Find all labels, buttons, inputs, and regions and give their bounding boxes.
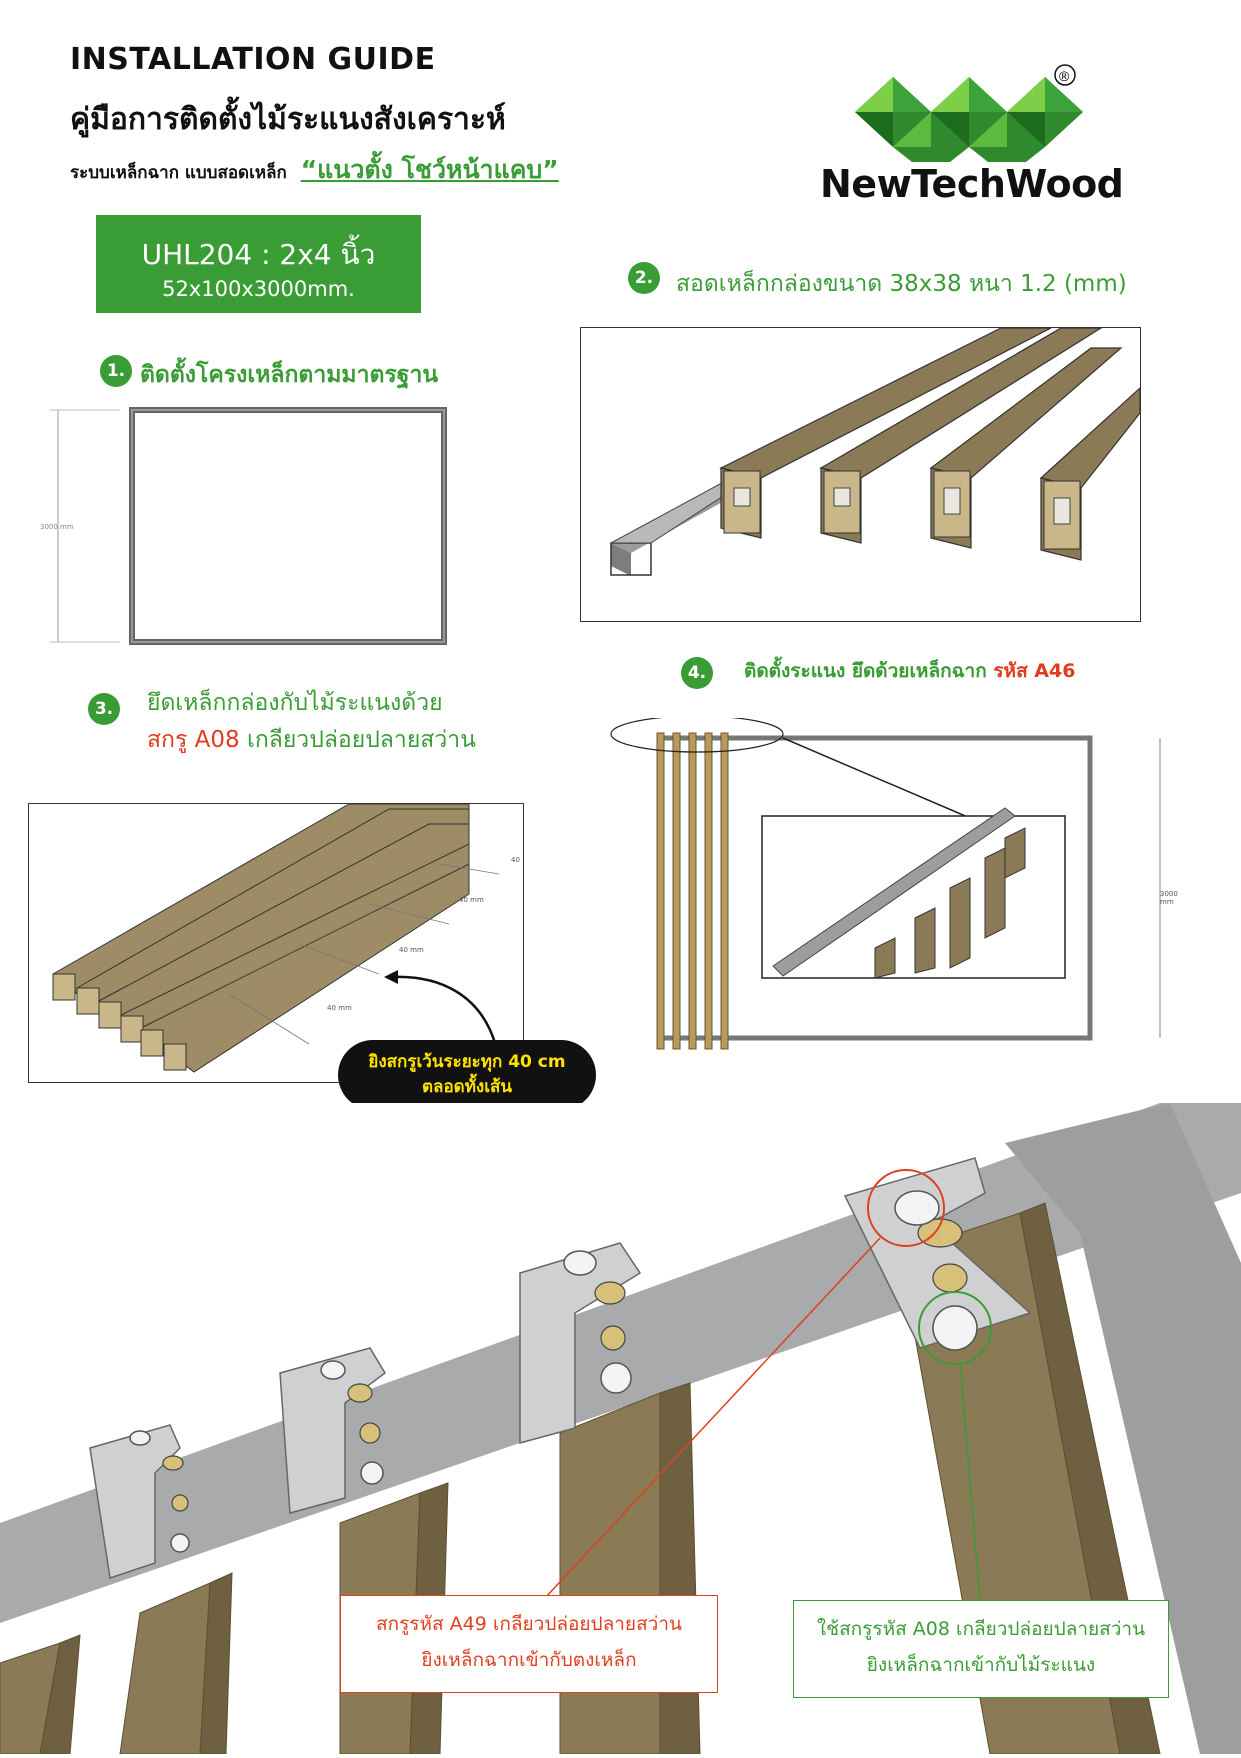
spec-code: UHL204 : 2x4 นิ้ว <box>141 238 376 271</box>
arrow-to-screw-icon <box>384 970 497 1044</box>
step3-illustration: 40 mm 40 mm 40 mm 40 <box>28 803 524 1083</box>
brand-logo: ® <box>815 52 1145 212</box>
step3-screw-code: สกรู A08 <box>147 727 240 753</box>
brand-name: NewTechWood <box>820 162 1124 206</box>
step2-text: สอดเหล็กกล่องขนาด 38x38 หนา 1.2 (mm) <box>676 271 1127 297</box>
dim-label-1: 40 mm <box>327 1004 352 1012</box>
step3-text-a: ยึดเหล็กกล่องกับไม้ระแนงด้วย <box>147 690 443 716</box>
step1-dim-label: 3000 mm <box>40 523 74 531</box>
step1-frame-diagram: 3000 mm <box>40 405 460 645</box>
step1-text: ติดตั้งโครงเหล็กตามมาตรฐาน <box>140 362 439 388</box>
dim-label-3: 40 mm <box>459 896 484 904</box>
spacing-pill: ยิงสกรูเว้นระยะทุก 40 cm ตลอดทั้งเส้น <box>338 1040 596 1110</box>
callout-a08: ใช้สกรูรหัส A08 เกลียวปล่อยปลายสว่าน ยิง… <box>793 1600 1169 1698</box>
subtitle-quote: “แนวตั้ง โชว์หน้าแคบ” <box>300 155 559 184</box>
dim-label-4: 40 <box>511 856 520 864</box>
step4-illustration: 3000 mm <box>605 715 1190 1060</box>
step3-text-b: สกรู A08 เกลียวปล่อยปลายสว่าน <box>147 727 476 753</box>
svg-text:®: ® <box>1059 68 1070 84</box>
spec-size: 52x100x3000mm. <box>162 277 355 301</box>
pyramid-mark-icon <box>855 77 1083 177</box>
step4-text: ติดตั้งระแนง ยึดด้วยเหล็กฉาก รหัส A46 <box>744 660 1076 682</box>
spec-box: UHL204 : 2x4 นิ้ว 52x100x3000mm. <box>96 215 421 313</box>
subtitle: ระบบเหล็กฉาก แบบสอดเหล็ก “แนวตั้ง โชว์หน… <box>70 150 559 190</box>
title-en: INSTALLATION GUIDE <box>70 42 436 77</box>
step1-badge: 1. <box>100 355 132 387</box>
step3-badge: 3. <box>88 693 120 725</box>
step2-badge: 2. <box>628 262 660 294</box>
subtitle-text: ระบบเหล็กฉาก แบบสอดเหล็ก <box>70 163 287 183</box>
callout-a49: สกรูรหัส A49 เกลียวปล่อยปลายสว่าน ยิงเหล… <box>340 1595 718 1693</box>
step4-dim-label: 3000 mm <box>1160 890 1178 906</box>
step2-illustration <box>580 327 1141 622</box>
step4-badge: 4. <box>681 657 713 689</box>
title-th: คู่มือการติดตั้งไม้ระแนงสังเคราะห์ <box>70 102 506 137</box>
dim-label-2: 40 mm <box>399 946 424 954</box>
